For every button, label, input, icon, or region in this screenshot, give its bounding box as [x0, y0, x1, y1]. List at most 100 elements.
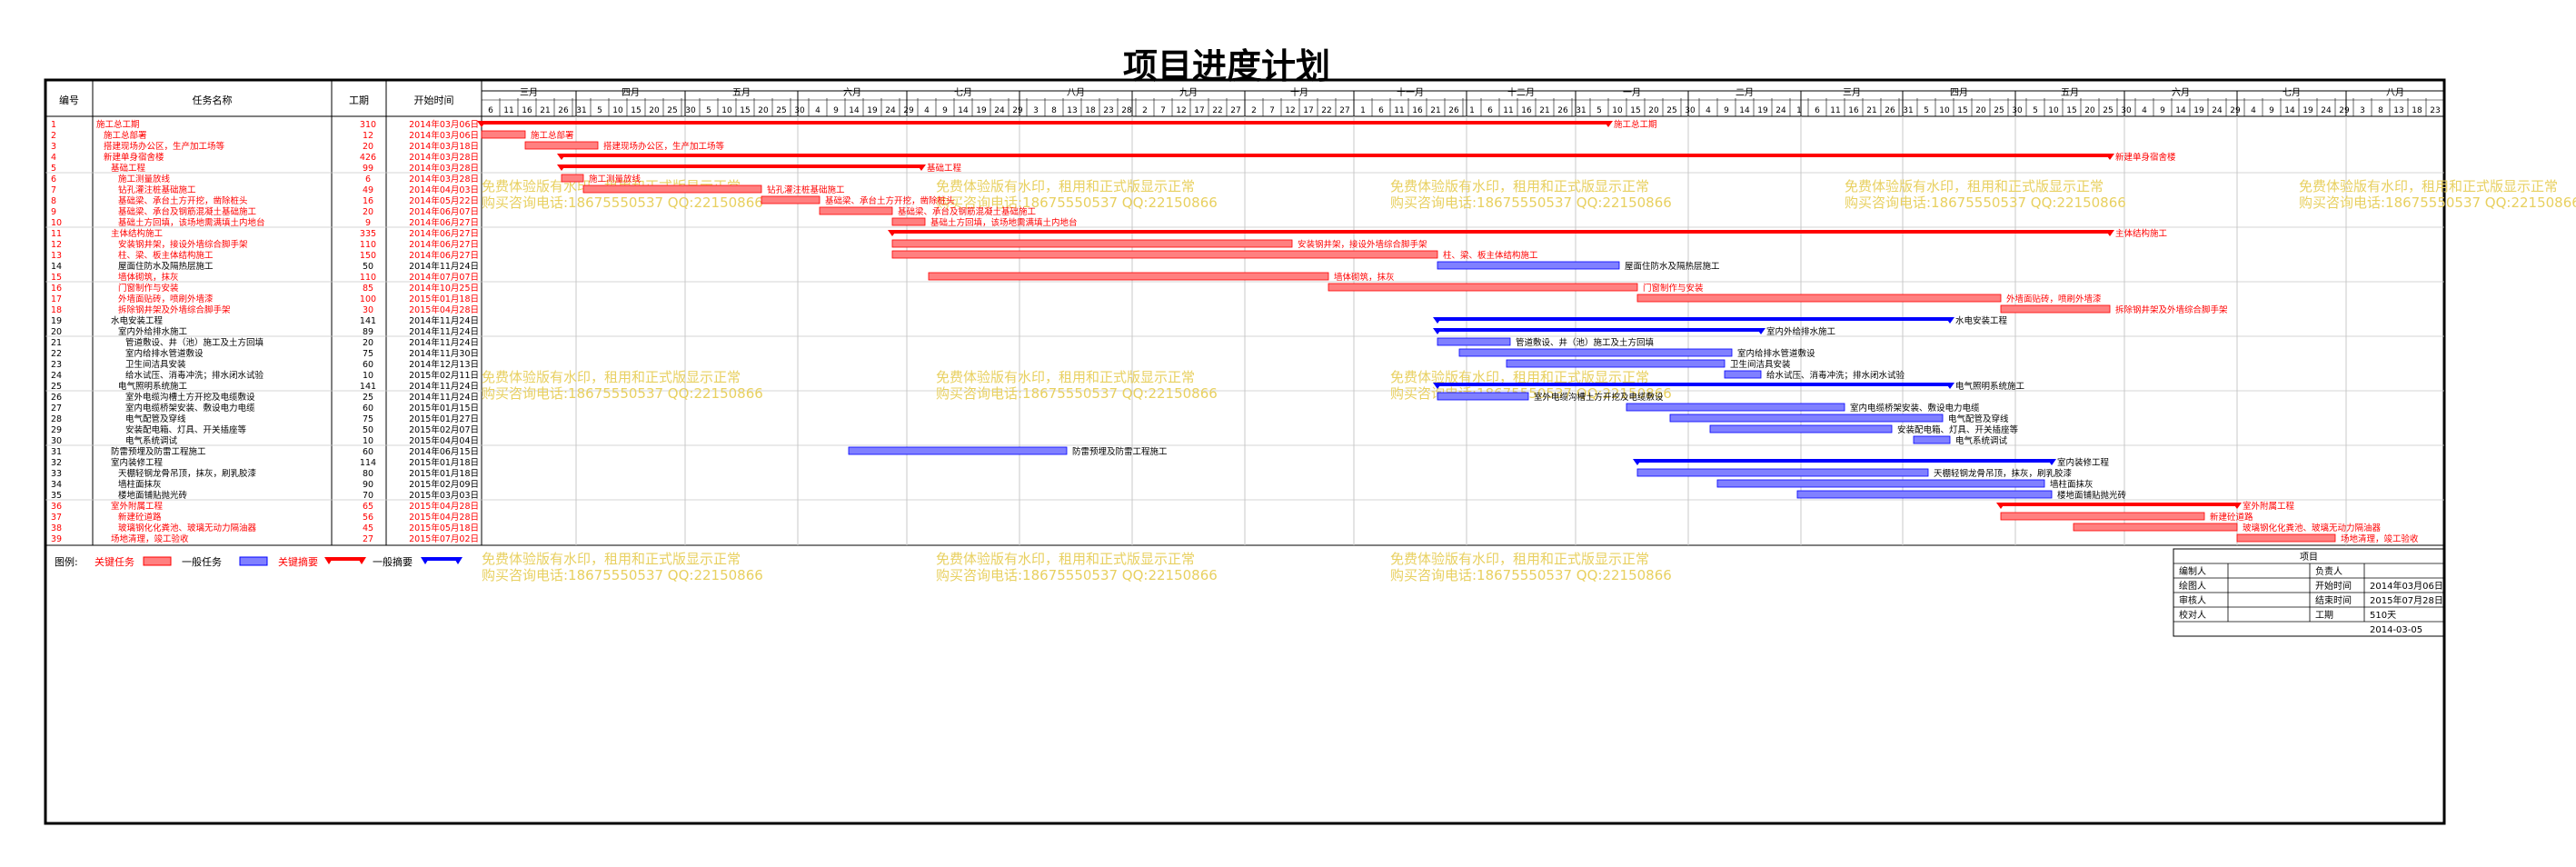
- task-bar: [561, 174, 584, 183]
- summary-end-cap: [1756, 328, 1765, 334]
- day-label: 1: [1469, 106, 1475, 115]
- day-label: 15: [740, 106, 750, 115]
- day-label: 20: [1648, 106, 1659, 115]
- summary-end-cap: [2047, 459, 2056, 465]
- task-name: 防雷预埋及防雷工程施工: [111, 446, 206, 457]
- day-label: 28: [1121, 106, 1132, 115]
- day-label: 18: [2412, 106, 2422, 115]
- day-label: 14: [2175, 106, 2186, 115]
- month-label: 七月: [2283, 87, 2301, 98]
- task-id: 25: [51, 382, 62, 392]
- watermark-line1: 免费体验版有水印，租用和正式版显示正常: [936, 178, 1195, 194]
- summary-end-cap: [2105, 230, 2114, 236]
- summary-end-cap: [2105, 154, 2114, 160]
- task-name: 外墙面贴砖，喷刷外墙漆: [118, 294, 214, 304]
- bar-label: 墙柱面抹灰: [2050, 479, 2094, 490]
- task-start: 2015年02月07日: [409, 424, 479, 435]
- task-id: 13: [51, 251, 62, 261]
- task-bar: [1437, 392, 1529, 401]
- header-id: 编号: [59, 94, 79, 106]
- task-bar: [1709, 424, 1893, 434]
- day-label: 11: [1503, 106, 1513, 115]
- month-label: 七月: [954, 87, 972, 98]
- task-start: 2014年03月06日: [409, 130, 479, 141]
- task-name: 场地清理，竣工验收: [111, 533, 189, 544]
- bar-label: 场地清理，竣工验收: [2341, 533, 2419, 544]
- day-label: 6: [1815, 106, 1820, 115]
- summary-start-cap: [477, 121, 486, 127]
- day-label: 17: [1303, 106, 1313, 115]
- info-cell: 2014年03月06日: [2370, 580, 2443, 592]
- task-start: 2014年11月24日: [409, 261, 479, 272]
- bar-label: 外墙面贴砖，喷刷外墙漆: [2006, 294, 2102, 304]
- day-label: 10: [1939, 106, 1950, 115]
- bar-label: 屋面住防水及隔热层施工: [1625, 261, 1720, 272]
- task-start: 2015年01月27日: [409, 414, 479, 424]
- day-label: 16: [522, 106, 532, 115]
- day-label: 20: [649, 106, 660, 115]
- bar-label: 电气系统调试: [1955, 435, 2008, 446]
- day-label: 5: [2033, 106, 2038, 115]
- summary-bar: [482, 121, 1608, 125]
- task-id: 22: [51, 349, 62, 359]
- day-label: 16: [1521, 106, 1532, 115]
- bar-label: 施工测量放线: [589, 174, 642, 184]
- day-label: 4: [2142, 106, 2147, 115]
- summary-start-cap: [1433, 317, 1442, 324]
- day-label: 3: [2360, 106, 2365, 115]
- task-name: 墙体砌筑，抹灰: [118, 272, 179, 283]
- task-id: 8: [51, 196, 56, 206]
- task-duration: 16: [363, 196, 373, 206]
- task-bar: [1328, 283, 1638, 292]
- task-id: 27: [51, 404, 62, 414]
- day-label: 19: [976, 106, 987, 115]
- day-label: 25: [776, 106, 786, 115]
- summary-start-cap: [888, 230, 897, 236]
- task-duration: 50: [363, 425, 373, 435]
- bar-label: 室内给排水管道敷设: [1737, 348, 1815, 359]
- watermark-line2: 购买咨询电话:18675550537 QQ:22150866: [2299, 194, 2576, 211]
- day-label: 10: [721, 106, 732, 115]
- info-cell: 负责人: [2315, 565, 2342, 577]
- day-label: 7: [1269, 106, 1275, 115]
- day-label: 26: [1557, 106, 1568, 115]
- day-label: 26: [1448, 106, 1459, 115]
- task-bar: [1458, 348, 1733, 357]
- day-label: 11: [1394, 106, 1404, 115]
- task-name: 天棚轻钢龙骨吊顶，抹灰，刷乳胶漆: [118, 468, 257, 479]
- task-name: 新建单身宿舍楼: [104, 152, 164, 163]
- task-bar: [2073, 523, 2238, 532]
- task-duration: 141: [360, 316, 376, 326]
- day-label: 6: [1487, 106, 1493, 115]
- task-duration: 20: [363, 142, 373, 152]
- task-duration: 27: [363, 534, 373, 544]
- task-id: 23: [51, 360, 62, 370]
- month-label: 八月: [2386, 87, 2404, 98]
- task-start: 2014年03月28日: [409, 163, 479, 174]
- task-id: 21: [51, 338, 62, 348]
- task-name: 屋面住防水及隔热层施工: [118, 261, 214, 272]
- day-label: 10: [1612, 106, 1623, 115]
- summary-bar: [892, 230, 2110, 234]
- task-id: 3: [51, 142, 56, 152]
- summary-start-cap: [1433, 383, 1442, 389]
- bar-label: 新建砼道路: [2210, 512, 2253, 523]
- watermark-line1: 免费体验版有水印，租用和正式版显示正常: [1845, 178, 2104, 194]
- day-label: 12: [1285, 106, 1295, 115]
- task-id: 26: [51, 393, 62, 403]
- task-duration: 335: [360, 229, 376, 239]
- watermark-line2: 购买咨询电话:18675550537 QQ:22150866: [482, 567, 763, 583]
- task-duration: 70: [363, 491, 373, 501]
- legend-critical-summary-cap: [324, 557, 333, 564]
- task-name: 施工总工期: [96, 119, 140, 130]
- bar-label: 天棚轻钢龙骨吊顶，抹灰，刷乳胶漆: [1934, 468, 2073, 479]
- task-duration: 426: [360, 153, 376, 163]
- task-duration: 45: [363, 523, 373, 533]
- watermark-line2: 购买咨询电话:18675550537 QQ:22150866: [1845, 194, 2126, 211]
- task-start: 2015年07月02日: [409, 533, 479, 544]
- task-id: 15: [51, 273, 62, 283]
- task-bar: [928, 272, 1329, 281]
- task-bar: [1437, 337, 1511, 346]
- summary-end-cap: [1945, 317, 1954, 324]
- task-name: 墙柱面抹灰: [118, 479, 162, 490]
